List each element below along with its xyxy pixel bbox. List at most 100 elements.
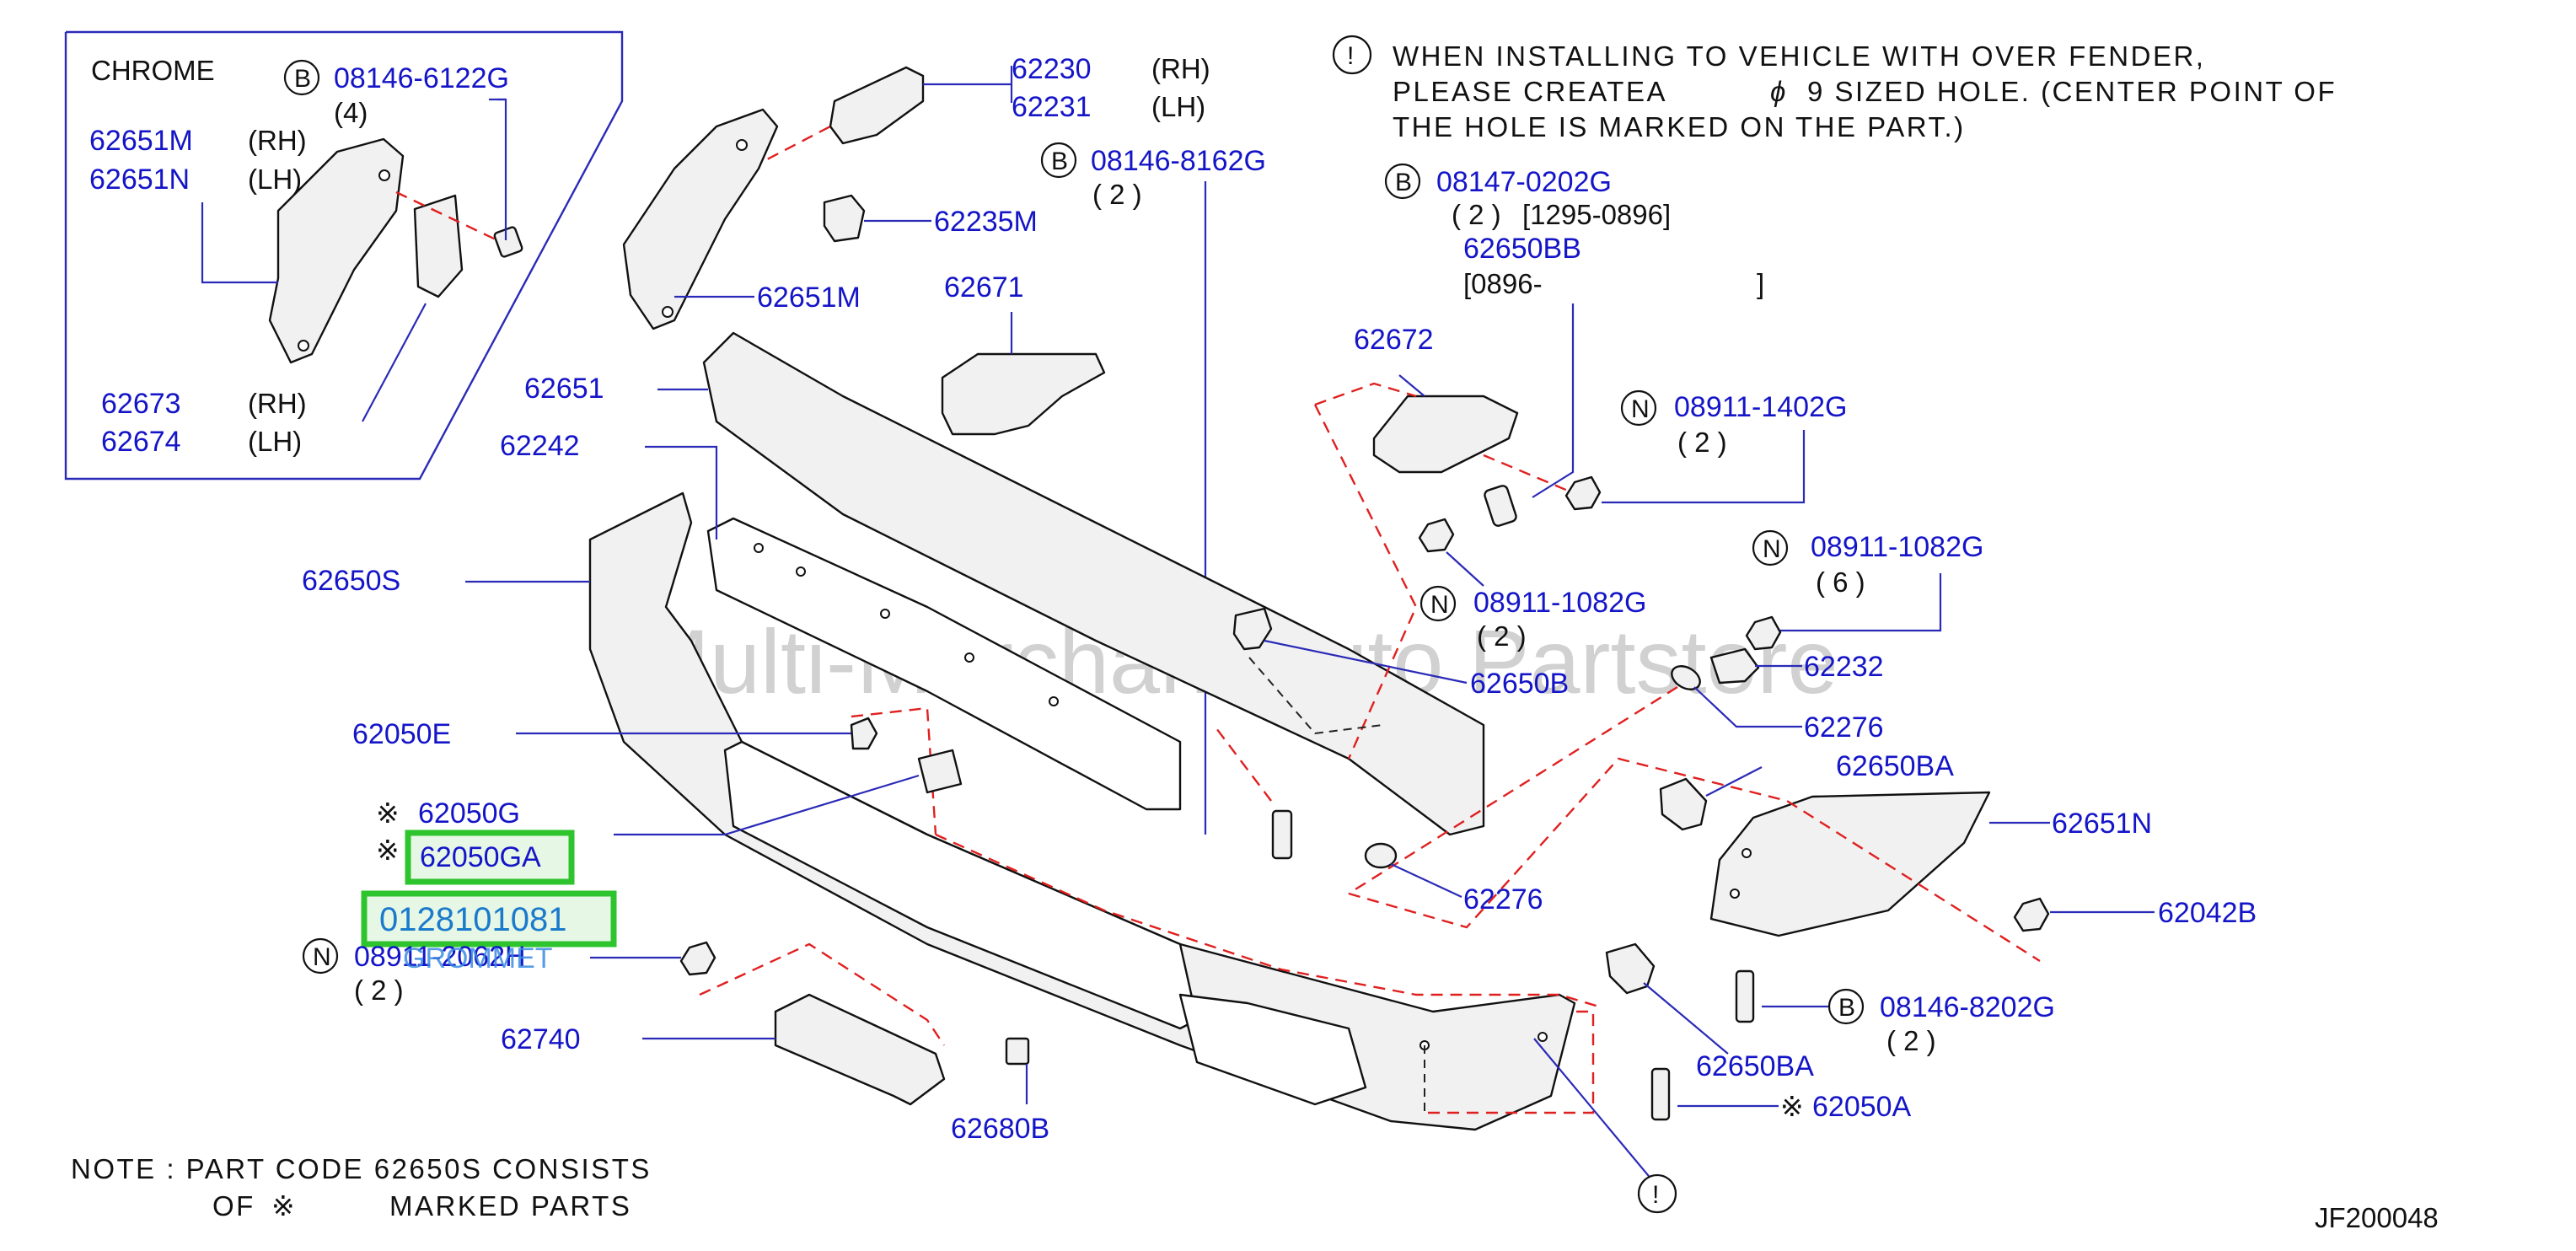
part-62276-ring-lower [1364, 842, 1398, 869]
callout-bolt-0202-part[interactable]: 08147-0202G [1436, 166, 1612, 198]
inset-clip-rh-part[interactable]: 62673 [101, 388, 181, 420]
part-62740-bracket [774, 993, 946, 1106]
lead-inset-clip [362, 303, 427, 422]
callout-bolt-0202-qty: ( 2 ) [1452, 199, 1501, 230]
callout-62230-part[interactable]: 62230 [1012, 53, 1092, 85]
callout-nut-1402-qty: ( 2 ) [1677, 427, 1727, 458]
grommet-drawing [679, 941, 716, 976]
inset-bracket-rh-part[interactable]: 62651M [89, 125, 193, 157]
callout-62650B-part[interactable]: 62650B [1470, 668, 1569, 700]
inset-bracket-lh-side: (LH) [248, 164, 302, 195]
install-note: ! WHEN INSTALLING TO VEHICLE WITH OVER F… [1332, 35, 2335, 142]
inset-title: CHROME [91, 55, 215, 86]
callout-grommet-part[interactable]: 08911-2062H [354, 941, 526, 973]
callout-62740-part[interactable]: 62740 [501, 1023, 581, 1055]
inset-bolt-symbol: B [294, 65, 311, 93]
install-note-line2a: PLEASE CREATEA [1393, 76, 1667, 107]
inset-clip [413, 194, 464, 298]
callout-grommet-overlay: GROMMET [403, 942, 553, 974]
inset-bracket-rh-side: (RH) [248, 125, 307, 156]
part-62050G-retainer [917, 749, 963, 794]
lead-nut-1082b [1446, 551, 1484, 587]
callout-bolt-8202-qty: ( 2 ) [1886, 1025, 1936, 1056]
callout-62650BA-top-part[interactable]: 62650BA [1836, 750, 1954, 782]
callout-62650S-part[interactable]: 62650S [302, 565, 400, 597]
inset-bolt-part[interactable]: 08146-6122G [334, 62, 509, 94]
figure-code: JF200048 [2315, 1202, 2439, 1233]
lead-62650BA-bottom [1643, 982, 1729, 1055]
inset-bracket-lh-part[interactable]: 62651N [89, 164, 190, 196]
footer-note: NOTE : PART CODE 62650S CONSISTS OF ※ MA… [71, 1153, 649, 1221]
callout-bolt-8162-qty: ( 2 ) [1092, 179, 1142, 210]
part-62232 [1709, 647, 1760, 685]
callout-62050E-part[interactable]: 62050E [352, 718, 451, 750]
bolt-8202-drawing [1735, 969, 1755, 1023]
callout-62050A-mark: ※ [1780, 1091, 1804, 1122]
lead-62650B [1264, 639, 1468, 685]
bolt-62050A-drawing [1650, 1067, 1671, 1121]
callout-nut-1082b-qty: ( 2 ) [1477, 620, 1527, 652]
callout-62276a-part[interactable]: 62276 [1804, 711, 1884, 744]
callout-62671-part[interactable]: 62671 [944, 271, 1024, 303]
lead-62672 [1398, 374, 1425, 397]
callout-62242-part[interactable]: 62242 [500, 430, 580, 462]
part-62650BA-top [1659, 777, 1708, 831]
callout-62050GA-part[interactable]: 62050GA [420, 841, 541, 873]
callout-62231-part[interactable]: 62231 [1012, 91, 1092, 123]
callout-62230-side: (RH) [1151, 53, 1210, 84]
callout-nut-1082a-qty: ( 6 ) [1816, 566, 1865, 598]
lead-62276-lower [1390, 863, 1462, 898]
bolt-0202-drawing [1484, 485, 1517, 527]
callout-62050A-part[interactable]: 62050A [1812, 1091, 1912, 1123]
callout-62231-side: (LH) [1151, 91, 1205, 122]
lead-nut-1402 [1602, 430, 1806, 504]
callout-62650BA-bottom-part[interactable]: 62650BA [1696, 1050, 1814, 1082]
callout-62651M-part[interactable]: 62651M [757, 282, 861, 314]
inset-chrome-bracket [268, 137, 405, 364]
part-62276-ring-upper [1671, 665, 1701, 690]
callout-nut-1402-part[interactable]: 08911-1402G [1674, 391, 1847, 423]
callout-62276b-part[interactable]: 62276 [1463, 883, 1543, 915]
footer-note-of: OF [212, 1190, 255, 1221]
callout-bolt-0202-range: [1295-0896] [1522, 199, 1671, 230]
callout-bolt-8202-part[interactable]: 08146-8202G [1880, 991, 2055, 1023]
part-62042B-nut [2013, 897, 2050, 932]
lead-62242 [645, 445, 718, 540]
callout-nut-1082b-part[interactable]: 08911-1082G [1473, 587, 1646, 619]
bumper-assembly: 62651 62242 62650S [302, 331, 1602, 1131]
upper-bracket-group: 62230 (RH) 62231 (LH) 62235M 62651M 6267… [622, 53, 1266, 835]
callout-62672-part[interactable]: 62672 [1354, 324, 1434, 356]
callout-62235M-part[interactable]: 62235M [934, 206, 1038, 238]
callout-62651N-part[interactable]: 62651N [2052, 808, 2152, 840]
lead-62276-upper [1693, 686, 1802, 728]
callout-62680B-part[interactable]: 62680B [951, 1113, 1049, 1145]
install-note-symbol: ! [1347, 42, 1354, 70]
callout-62050G-part[interactable]: 62050G [418, 797, 520, 830]
callout-62650BB-range-open: [0896- [1463, 268, 1543, 299]
callout-62042B-part[interactable]: 62042B [2158, 897, 2257, 929]
nut-1082b-drawing [1418, 518, 1455, 553]
warning-symbol: ! [1652, 1181, 1659, 1209]
inset-clip-lh-part[interactable]: 62674 [101, 426, 181, 458]
callout-bolt-8162-part[interactable]: 08146-8162G [1091, 145, 1266, 177]
lead-62050G [614, 774, 920, 836]
callout-62232-part[interactable]: 62232 [1804, 651, 1884, 683]
callout-grommet-qty: ( 2 ) [354, 974, 404, 1006]
highlight-box-code [361, 890, 617, 948]
callout-62050GA-mark: ※ [376, 835, 400, 866]
callout-nut-1082a-part[interactable]: 08911-1082G [1811, 531, 1983, 563]
footer-note-mark: ※ [271, 1190, 297, 1221]
part-62651-upper-cover [702, 331, 1485, 836]
inset-bolt-qty: (4) [334, 97, 368, 128]
part-62671-bracket [941, 352, 1106, 436]
part-62235M-clip [823, 194, 866, 243]
callout-62650BB-part[interactable]: 62650BB [1463, 233, 1581, 265]
callout-62650BB-range-close: ] [1757, 268, 1764, 299]
lead-nut-1082a [1779, 573, 1942, 632]
part-62650B-clip [1232, 607, 1273, 651]
callout-62651-part[interactable]: 62651 [524, 373, 604, 405]
highlight-box-62050GA [405, 830, 575, 885]
lead-62650BB [1532, 303, 1575, 498]
highlight-code[interactable]: 0128101081 [379, 901, 566, 938]
